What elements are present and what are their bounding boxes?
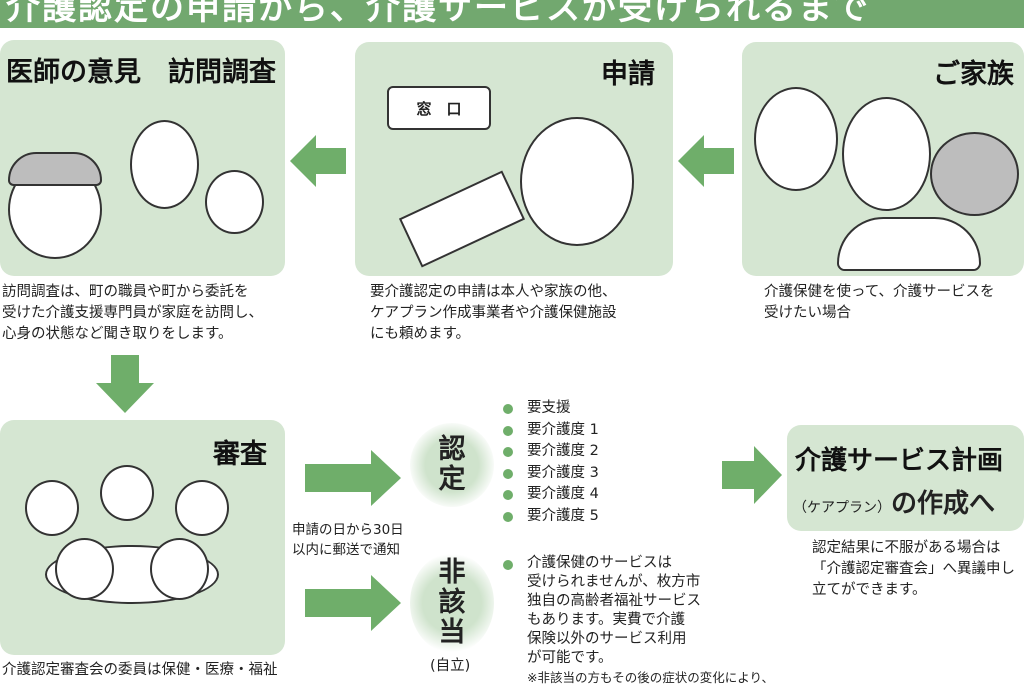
arrow-left-icon: [678, 135, 734, 187]
survey-description: 訪問調査は、町の職員や町から委託を 受けた介護支援専門員が家庭を訪問し、 心身の…: [2, 282, 263, 345]
application-title: 申請: [601, 59, 655, 90]
committee-member-illustration: [25, 480, 79, 536]
woman-illustration: [842, 97, 931, 211]
desc-line: ケアプラン作成事業者や介護保健施設: [370, 305, 617, 321]
arrow-right-icon: [722, 446, 782, 504]
desc-line: 受けられませんが、枚方市: [527, 574, 701, 590]
desc-line: にも頼めます。: [370, 326, 471, 342]
bed-illustration: [837, 217, 981, 271]
care-level-item: 要支援: [503, 398, 599, 420]
notice-text: 申請の日から30日 以内に郵送で通知: [292, 520, 404, 560]
desc-line: 認定結果に不服がある場合は: [812, 540, 1001, 556]
desc-line: 「介護認定審査会」へ異議申し: [812, 561, 1015, 577]
desc-line: もあります。実費で介護: [527, 612, 686, 628]
desc-line: 保険以外のサービス利用: [527, 631, 687, 647]
desc-line: 立てができます。: [812, 582, 927, 598]
page-title: 介護認定の申請から、介護サービスが受けられるまで: [6, 0, 870, 28]
care-level-item: 要介護度 5: [503, 506, 599, 528]
desc-line: 受けた介護支援専門員が家庭を訪問し、: [2, 305, 263, 321]
desc-line: 心身の状態など聞き取りをします。: [2, 326, 233, 342]
survey-title: 医師の意見 訪問調査: [6, 57, 276, 88]
care-level-item: 要介護度 1: [503, 420, 599, 442]
arrow-right-icon: [305, 575, 401, 631]
survey-panel: 医師の意見 訪問調査: [0, 40, 285, 276]
not-applicable-description: 介護保健のサービスは 受けられませんが、枚方市 独自の高齢者福祉サービス もあり…: [503, 554, 701, 668]
committee-member-illustration: [150, 538, 209, 600]
care-level-item: 要介護度 4: [503, 484, 599, 506]
family-title: ご家族: [933, 59, 1014, 90]
desc-line: 要介護認定の申請は本人や家族の他、: [370, 284, 617, 300]
arrow-down-icon: [96, 355, 154, 413]
desc-line: 独自の高齢者福祉サービス: [527, 593, 701, 609]
careplan-panel: 介護サービス計画 （ケアプラン）の作成へ: [787, 425, 1024, 531]
desc-line: 受けたい場合: [764, 305, 851, 321]
arrow-right-icon: [305, 450, 401, 506]
committee-member-illustration: [55, 538, 114, 600]
staff-illustration: [130, 120, 199, 209]
not-applicable-note: ※非該当の方もその後の症状の変化により、: [527, 670, 774, 685]
family-member-illustration: [205, 170, 264, 234]
not-applicable-badge: 非該当: [410, 553, 494, 653]
doctor-hair-illustration: [8, 152, 102, 186]
family-panel: ご家族: [742, 42, 1024, 276]
desc-line: 介護認定審査会の委員は保健・医療・福祉: [2, 662, 278, 678]
review-panel: 審査: [0, 420, 285, 655]
application-description: 要介護認定の申請は本人や家族の他、 ケアプラン作成事業者や介護保健施設 にも頼め…: [370, 282, 617, 345]
careplan-subtitle: の作成へ: [891, 489, 996, 519]
certified-badge: 認定: [410, 423, 494, 507]
application-form-illustration: [398, 170, 526, 268]
committee-member-illustration: [100, 465, 154, 521]
careplan-subtitle-paren: （ケアプラン）: [793, 500, 891, 516]
care-level-item: 要介護度 2: [503, 441, 599, 463]
not-applicable-label: 非該当: [438, 557, 466, 648]
family-description: 介護保健を使って、介護サービスを 受けたい場合: [764, 282, 995, 324]
desc-line: 介護保健を使って、介護サービスを: [764, 284, 995, 300]
application-panel: 申請 窓 口: [355, 42, 673, 276]
elderly-man-illustration: [754, 87, 838, 191]
applicant-illustration: [520, 117, 634, 246]
notice-line: 申請の日から30日: [292, 522, 404, 538]
not-applicable-text: 介護保健のサービスは 受けられませんが、枚方市 独自の高齢者福祉サービス もあり…: [503, 554, 701, 668]
arrow-left-icon: [290, 135, 346, 187]
careplan-title: 介護サービス計画: [795, 446, 1004, 476]
review-title: 審査: [213, 439, 267, 470]
committee-member-illustration: [175, 480, 229, 536]
care-level-item: 要介護度 3: [503, 463, 599, 485]
elderly-woman-illustration: [930, 132, 1019, 216]
certified-label: 認定: [438, 434, 466, 495]
independent-label: (自立): [430, 658, 471, 674]
desc-line: 介護保健のサービスは: [527, 555, 672, 571]
careplan-description: 認定結果に不服がある場合は 「介護認定審査会」へ異議申し 立てができます。: [812, 538, 1015, 601]
notice-line: 以内に郵送で通知: [292, 542, 400, 558]
care-level-list: 要支援 要介護度 1 要介護度 2 要介護度 3 要介護度 4 要介護度 5: [503, 398, 599, 527]
review-description: 介護認定審査会の委員は保健・医療・福祉: [2, 660, 278, 681]
desc-line: が可能です。: [527, 650, 613, 666]
title-bar: 介護認定の申請から、介護サービスが受けられるまで: [0, 0, 1024, 28]
counter-sign: 窓 口: [387, 86, 491, 130]
desc-line: 訪問調査は、町の職員や町から委託を: [2, 284, 249, 300]
